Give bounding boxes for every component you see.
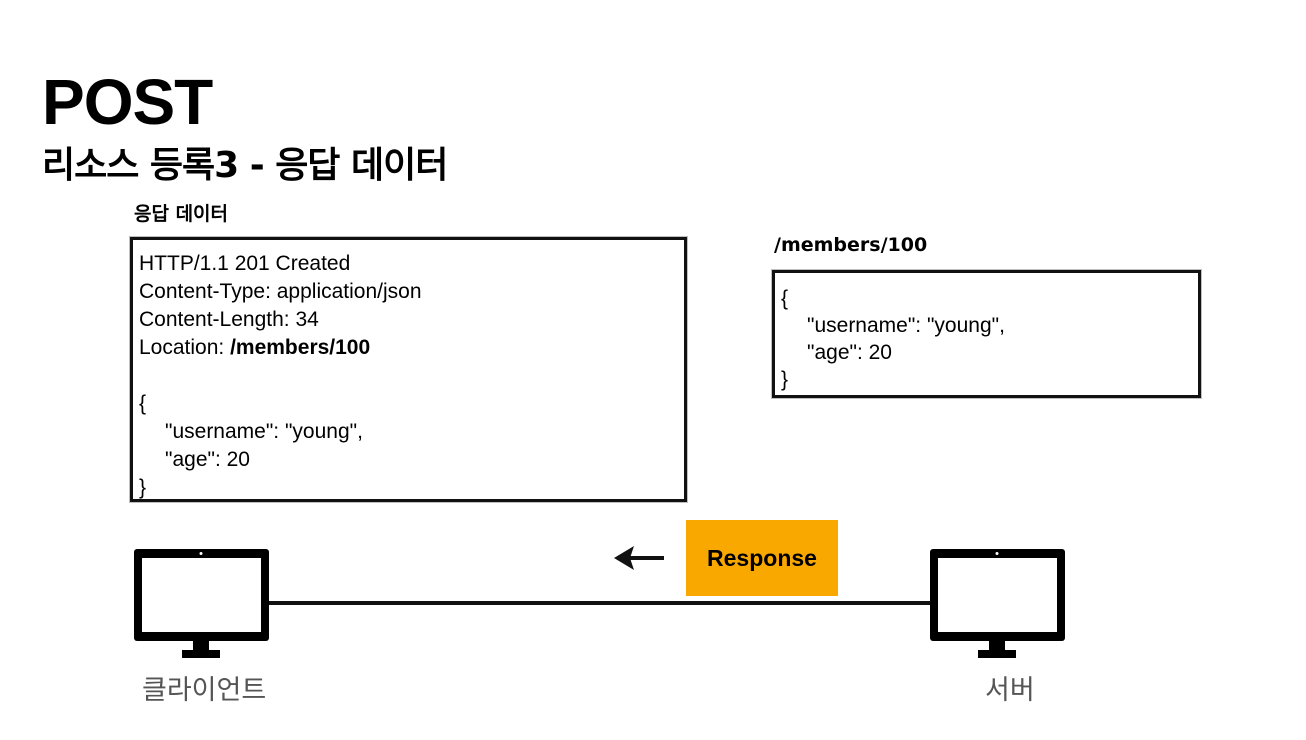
response-message-box: HTTP/1.1 201 Created Content-Type: appli… [130, 237, 687, 502]
location-header-value: /members/100 [230, 336, 371, 359]
resource-box: { "username": "young", "age": 20 } [772, 270, 1201, 398]
json-open-brace: { [139, 392, 147, 415]
status-line: HTTP/1.1 201 Created [139, 252, 351, 275]
location-header: Location: /members/100 [139, 334, 684, 362]
page-title: POST [42, 66, 213, 138]
server-monitor-icon [930, 549, 1065, 658]
resource-json-age-field: "age": 20 [807, 341, 892, 364]
left-arrow-icon [614, 546, 664, 570]
location-header-name: Location: [139, 336, 231, 359]
resource-json-open-brace: { [781, 287, 789, 310]
resource-json-username-field: "username": "young", [807, 314, 1005, 337]
json-close-brace: } [139, 476, 147, 499]
client-caption: 클라이언트 [142, 675, 267, 706]
server-caption: 서버 [985, 675, 1035, 706]
json-username-field: "username": "young", [165, 420, 363, 443]
resource-json-close-brace: } [781, 368, 789, 391]
client-monitor-icon [134, 549, 269, 658]
response-label: Response [686, 520, 838, 596]
content-length-header: Content-Length: 34 [139, 308, 319, 331]
resource-path-label: /members/100 [774, 234, 928, 256]
content-type-header: Content-Type: application/json [139, 280, 422, 303]
response-data-label: 응답 데이터 [134, 203, 229, 225]
page-subtitle: 리소스 등록3 - 응답 데이터 [42, 145, 448, 186]
json-age-field: "age": 20 [165, 448, 250, 471]
